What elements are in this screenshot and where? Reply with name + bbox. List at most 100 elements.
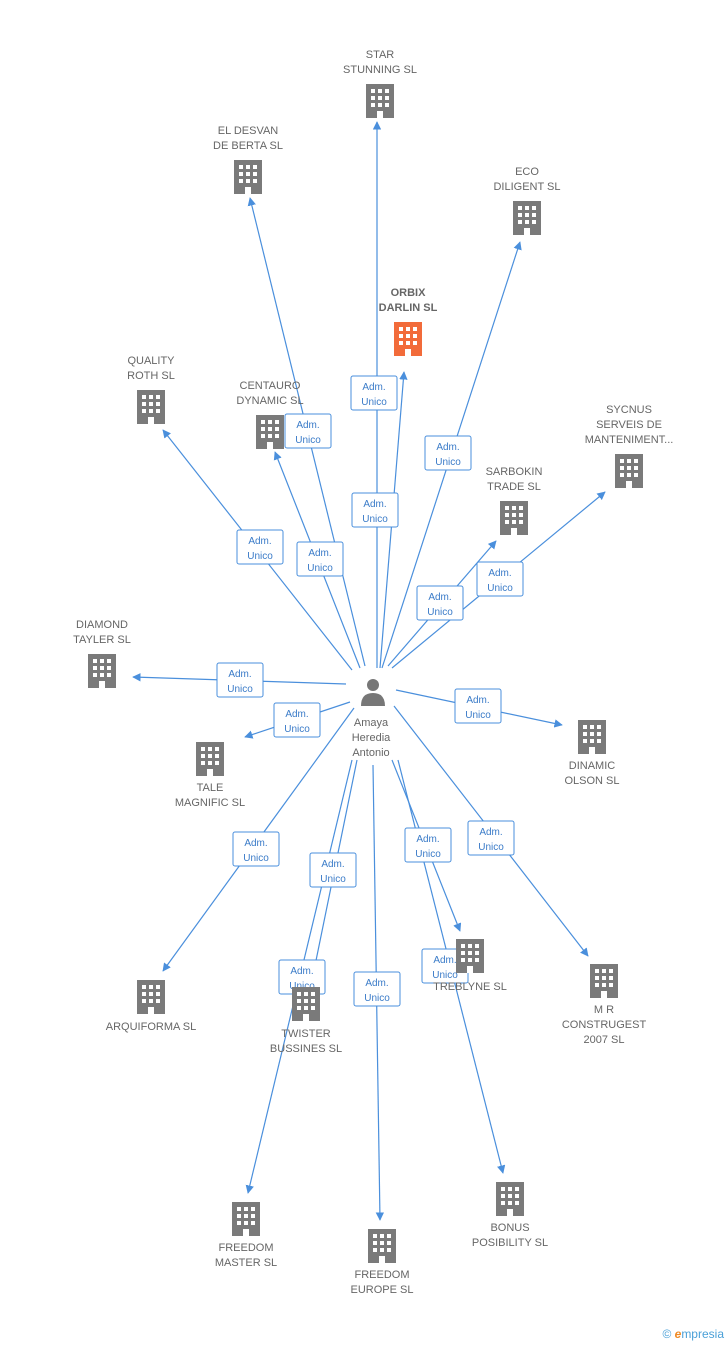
- edge-label-box: [404, 827, 452, 863]
- company-label: SYCNUS: [606, 404, 652, 416]
- edge-label-orbix-darlin[interactable]: Adm. Unico: [350, 375, 398, 411]
- edge-label-text: Unico: [465, 710, 491, 721]
- edge-label-text: Unico: [247, 551, 273, 562]
- edge-label-text: Unico: [427, 607, 453, 618]
- company-node-diamond-tayler[interactable]: DIAMOND TAYLER SL: [73, 619, 131, 688]
- edge-label-text: Adm.: [466, 695, 489, 706]
- company-label: FREEDOM: [355, 1269, 410, 1281]
- edge-label-box: [284, 413, 332, 449]
- company-node-centauro-dynamic[interactable]: CENTAURO DYNAMIC SL: [236, 380, 304, 449]
- edge-label-text: Unico: [478, 842, 504, 853]
- company-label: TRADE SL: [487, 481, 541, 493]
- edge-label-freedom-europe[interactable]: Adm. Unico: [353, 971, 401, 1007]
- edge-label-box: [296, 541, 344, 577]
- company-node-arquiforma[interactable]: ARQUIFORMA SL: [106, 980, 196, 1033]
- person-label: Amaya: [354, 717, 389, 729]
- edge-label-centauro-dynamic[interactable]: Adm.Unico: [296, 541, 344, 577]
- edge-label-sycnus[interactable]: Adm.Unico: [476, 561, 524, 597]
- edge-label-box: [309, 852, 357, 888]
- edge-label-text: Adm.: [365, 978, 388, 989]
- copyright-symbol: ©: [662, 1327, 672, 1341]
- company-label: ORBIX: [391, 287, 427, 299]
- building-icon: [513, 201, 541, 235]
- edge-label-tale-magnific[interactable]: Adm. Unico: [273, 702, 321, 738]
- edge-label-text: Unico: [487, 583, 513, 594]
- edge-label-text: Adm.: [285, 709, 308, 720]
- building-icon: [456, 939, 484, 973]
- person-label: Heredia: [352, 732, 391, 744]
- company-label: DYNAMIC SL: [236, 395, 303, 407]
- building-icon: [292, 987, 320, 1021]
- edge-label-box: [454, 688, 502, 724]
- company-label: QUALITY: [127, 355, 175, 367]
- company-label: CENTAURO: [240, 380, 301, 392]
- edge-label-box: [353, 971, 401, 1007]
- edge-label-twister-bussines[interactable]: Adm. Unico: [309, 852, 357, 888]
- building-icon: [137, 980, 165, 1014]
- edge-label-text: Adm.: [362, 382, 385, 393]
- company-label: DE BERTA SL: [213, 140, 283, 152]
- building-icon: [234, 160, 262, 194]
- edge-label-diamond-tayler[interactable]: Adm.Unico: [216, 662, 264, 698]
- company-node-treblyne[interactable]: TREBLYNE SL: [433, 939, 507, 993]
- company-label: MAGNIFIC SL: [175, 797, 245, 809]
- edge-label-eco-diligent[interactable]: Adm.Unico: [424, 435, 472, 471]
- edge-label-dinamic-olson[interactable]: Adm. Unico: [454, 688, 502, 724]
- edge-label-text: Unico: [320, 874, 346, 885]
- edge-label-text: Unico: [362, 514, 388, 525]
- edge-label-treblyne[interactable]: Adm.Unico: [404, 827, 452, 863]
- building-icon: [366, 84, 394, 118]
- building-icon: [88, 654, 116, 688]
- company-label: POSIBILITY SL: [472, 1237, 548, 1249]
- edge-label-text: Unico: [432, 970, 458, 981]
- company-label: TAYLER SL: [73, 634, 131, 646]
- edge-label-text: Unico: [364, 993, 390, 1004]
- edge-label-quality-roth[interactable]: Adm. Unico: [236, 529, 284, 565]
- building-icon: [368, 1229, 396, 1263]
- edge-label-text: Adm.: [248, 536, 271, 547]
- edge-label-star-stunning[interactable]: Adm.Unico: [351, 492, 399, 528]
- company-label: MASTER SL: [215, 1257, 277, 1269]
- brand-e: e: [674, 1327, 682, 1341]
- company-label: CONSTRUGEST: [562, 1019, 647, 1031]
- brand-footer: © empresia: [662, 1327, 724, 1341]
- edge-label-text: Adm.: [321, 859, 344, 870]
- building-icon: [496, 1182, 524, 1216]
- company-label: DILIGENT SL: [493, 181, 560, 193]
- edge-label-sarbokin-trade[interactable]: Adm.Unico: [416, 585, 464, 621]
- edge-label-box: [273, 702, 321, 738]
- edge-label-el-desvan[interactable]: Adm.Unico: [284, 413, 332, 449]
- edge-label-text: Unico: [243, 853, 269, 864]
- building-icon: [256, 415, 284, 449]
- edge-label-box: [232, 831, 280, 867]
- edge-label-mr-construgest[interactable]: Adm.Unico: [467, 820, 515, 856]
- company-label: STUNNING SL: [343, 64, 417, 76]
- edge-labels-layer: Adm.UnicoAdm.UnicoAdm.UnicoAdm.UnicoAdm.…: [216, 375, 524, 1007]
- company-label: ARQUIFORMA SL: [106, 1021, 196, 1033]
- edge-label-arquiforma[interactable]: Adm.Unico: [232, 831, 280, 867]
- edge-label-box: [350, 375, 398, 411]
- edge-label-freedom-master[interactable]: Adm.Unico: [278, 959, 326, 995]
- edge-label-text: Unico: [284, 724, 310, 735]
- company-label: DIAMOND: [76, 619, 128, 631]
- edge-label-box: [236, 529, 284, 565]
- edge-label-text: Unico: [295, 435, 321, 446]
- edge-label-text: Unico: [361, 397, 387, 408]
- company-label: TREBLYNE SL: [433, 981, 507, 993]
